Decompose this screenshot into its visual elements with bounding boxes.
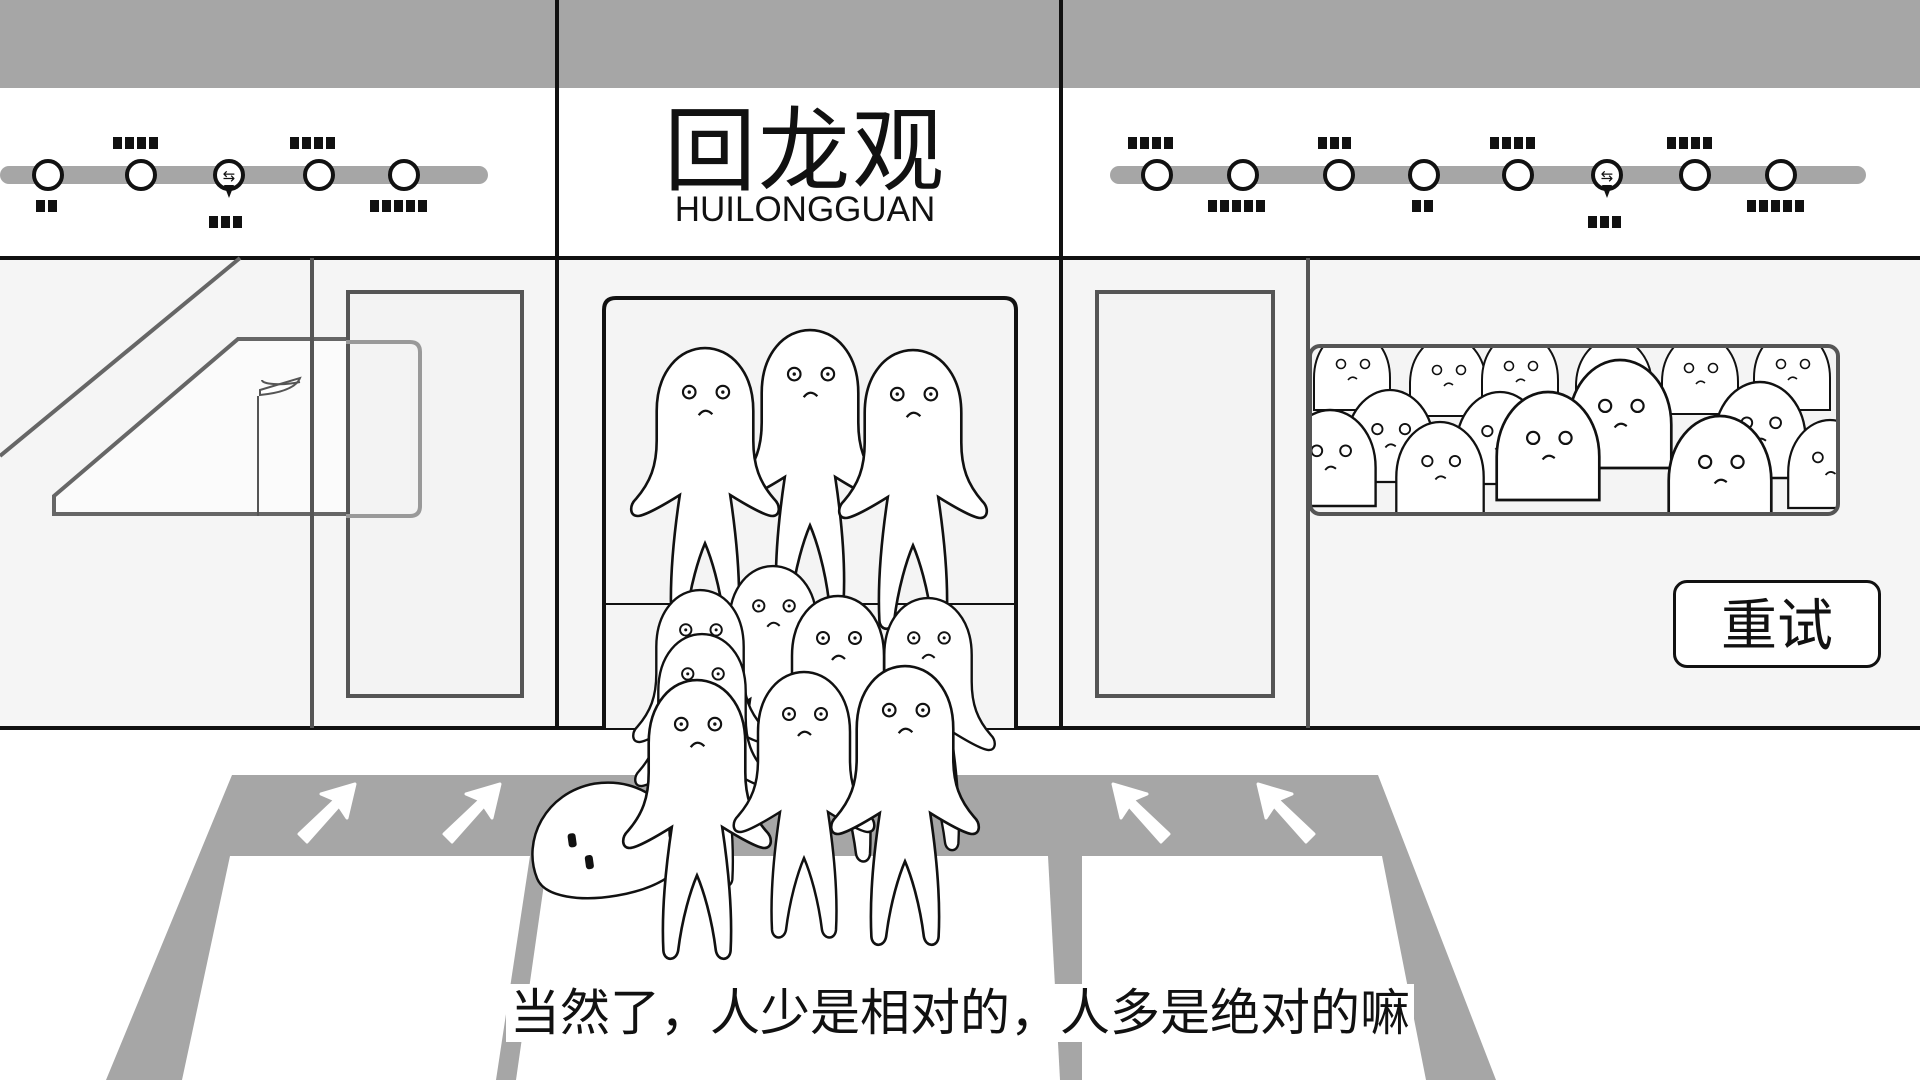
svg-text:⇆: ⇆: [1601, 167, 1614, 185]
crowded-window: [1308, 344, 1840, 516]
top-band: [0, 0, 1920, 88]
car-door-right: [1095, 258, 1310, 728]
dialogue-subtitle: 当然了，人少是相对的，人多是绝对的嘛: [0, 980, 1920, 1046]
frame-lines: [0, 0, 1920, 730]
station-name-en: HUILONGGUAN: [674, 190, 936, 229]
crowd-spilling: [531, 564, 996, 961]
transfer-icon: ⇆: [213, 159, 245, 198]
dialogue-text: 当然了，人少是相对的，人多是绝对的嘛: [506, 984, 1414, 1042]
transfer-icon: ⇆: [1591, 159, 1623, 198]
route-map-right: [1110, 137, 1866, 228]
car-door-left: [310, 258, 524, 728]
station-name-cn: 回龙观: [663, 98, 946, 205]
route-map-left: [0, 137, 488, 228]
svg-text:⇆: ⇆: [223, 167, 236, 185]
retry-button[interactable]: 重试: [1673, 580, 1881, 668]
